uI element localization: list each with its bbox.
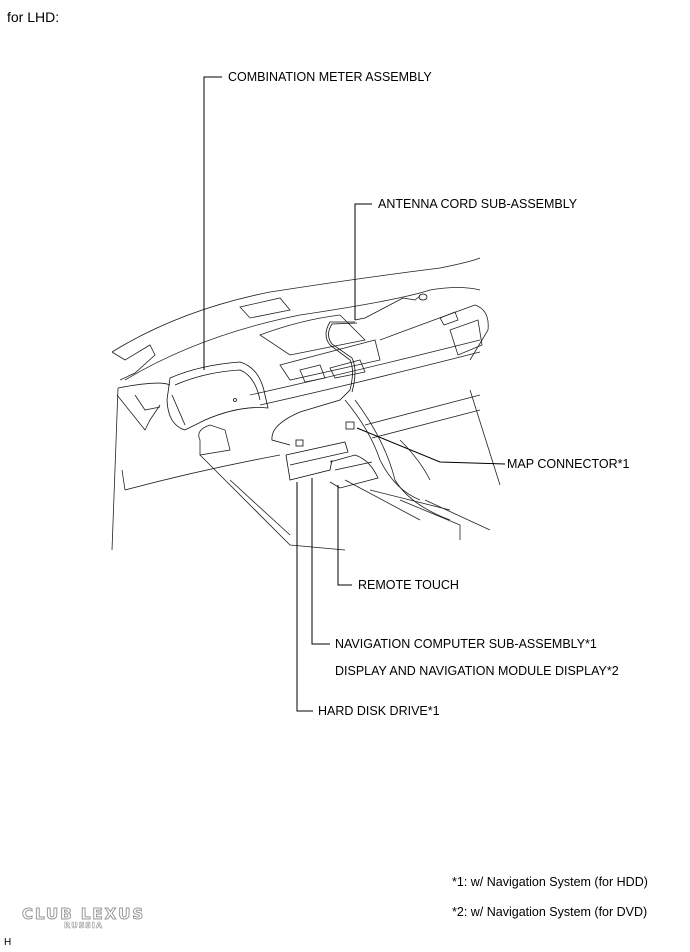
watermark-line1: CLUB LEXUS: [21, 905, 146, 924]
label-antenna-cord: ANTENNA CORD SUB-ASSEMBLY: [378, 197, 578, 211]
watermark-line2: RUSSIA: [64, 921, 104, 931]
label-map-connector: MAP CONNECTOR*1: [507, 457, 630, 471]
diagram-heading: for LHD:: [7, 9, 60, 25]
label-navigation-computer: NAVIGATION COMPUTER SUB-ASSEMBLY*1: [335, 637, 597, 651]
label-remote-touch: REMOTE TOUCH: [358, 578, 459, 592]
footnote-2: *2: w/ Navigation System (for DVD): [452, 905, 648, 919]
combination-meter-shape: [166, 361, 269, 431]
label-hard-disk: HARD DISK DRIVE*1: [318, 704, 440, 718]
corner-mark: H: [4, 937, 12, 948]
dashboard-outline: [111, 257, 501, 551]
navigation-unit-shape: [285, 441, 379, 489]
label-combination-meter: COMBINATION METER ASSEMBLY: [228, 70, 432, 84]
footnote-1: *1: w/ Navigation System (for HDD): [452, 875, 648, 889]
leader-lines: [203, 76, 506, 712]
watermark-logo: CLUB LEXUS RUSSIA: [21, 905, 146, 931]
label-display-navigation: DISPLAY AND NAVIGATION MODULE DISPLAY*2: [335, 664, 619, 678]
map-connector-shape: [345, 421, 355, 430]
antenna-cord-shape: [271, 293, 428, 447]
